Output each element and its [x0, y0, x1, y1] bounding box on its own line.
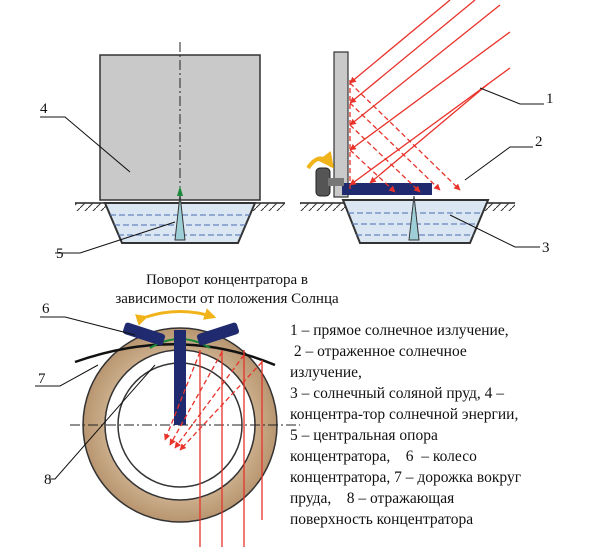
callout-leaders [35, 87, 544, 480]
concentrator-wheel-right [196, 322, 240, 346]
callout-7: 7 [38, 371, 46, 387]
callout-8: 8 [44, 472, 52, 488]
right-section-view [300, 0, 515, 244]
legend-line: 2 – отраженное солнечное [290, 343, 467, 360]
concentrator-beam [174, 330, 186, 425]
ground-hatch [480, 203, 515, 211]
callout-5: 5 [56, 246, 64, 262]
legend-line: концентратора, 6 – колесо [290, 448, 477, 465]
caption-line: зависимости от положения Солнца [115, 291, 339, 307]
support-top [177, 186, 183, 196]
callout-6: 6 [42, 301, 50, 317]
legend-line: излучение, [290, 364, 362, 381]
caption-line: Поворот концентратора в [145, 272, 309, 288]
legend-line: концентратора, 7 – дорожка вокруг [290, 469, 522, 486]
ground-hatch [300, 203, 345, 211]
legend: 1 – прямое солнечное излучение, 2 – отра… [290, 320, 595, 530]
callout-3: 3 [542, 240, 550, 256]
plan-direct-rays [199, 350, 263, 547]
legend-line: пруда, 8 – отражающая [290, 490, 455, 507]
central-support [408, 195, 420, 241]
plan-reflected-rays [164, 351, 263, 451]
legend-line: 3 – солнечный соляной пруд, 4 – [290, 385, 505, 402]
rotation-arrow-icon [306, 150, 334, 170]
concentrator-wheel [315, 167, 331, 197]
legend-line: 5 – центральная опора [290, 427, 438, 444]
reflected-rays [349, 80, 461, 193]
ground-hatch [75, 203, 115, 211]
legend-line: концентра-тор солнечной энергии, [290, 406, 519, 423]
callout-1: 1 [546, 91, 554, 107]
direct-rays [349, 0, 511, 186]
rotation-arrow-icon [135, 308, 217, 326]
left-section-view [75, 42, 285, 244]
legend-line: 1 – прямое солнечное излучение, [290, 322, 509, 339]
rotation-caption: Поворот концентратора в зависимости от п… [92, 271, 362, 309]
concentrator-base [342, 183, 432, 195]
ground-hatch [245, 203, 285, 211]
concentrator-wheel-left [122, 322, 166, 346]
plan-view [70, 308, 300, 547]
callout-2: 2 [535, 134, 543, 150]
legend-line: поверхность концентратора [290, 511, 474, 528]
central-support [174, 194, 186, 241]
callout-4: 4 [40, 101, 48, 117]
concentrator-panel-edge [333, 51, 349, 198]
wheel-axle [328, 178, 344, 186]
